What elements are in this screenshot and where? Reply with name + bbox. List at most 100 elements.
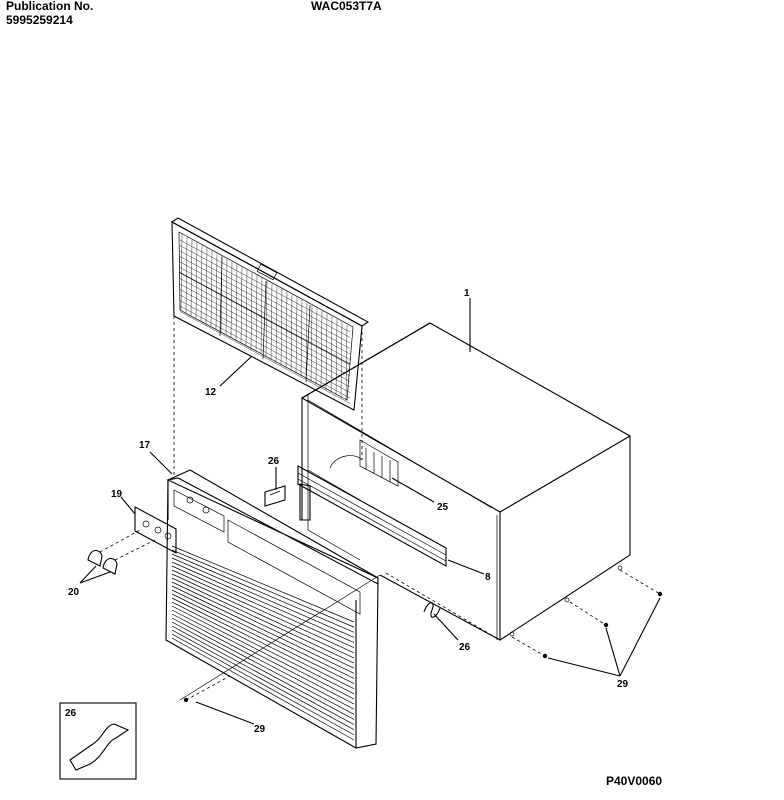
mesh-line — [225, 258, 228, 335]
mesh-line — [340, 321, 343, 399]
mesh-line — [210, 250, 213, 327]
louvre-slat — [171, 557, 355, 638]
filter-mesh — [179, 233, 351, 404]
mesh-line — [320, 310, 323, 388]
callout-25: 25 — [437, 502, 449, 513]
mesh-line — [195, 242, 198, 319]
callout-29-right: 29 — [617, 679, 629, 690]
mesh-line — [179, 294, 351, 388]
mesh-line — [275, 286, 278, 363]
louvre-slat — [171, 577, 355, 664]
louvre-slat — [171, 585, 355, 674]
callout-labels: 1 12 17 19 20 26 25 8 26 29 29 26 — [65, 288, 629, 735]
front-grille — [165, 469, 379, 749]
mesh-line — [220, 255, 223, 333]
mesh-line — [179, 261, 351, 355]
grille-louvres — [171, 545, 355, 741]
inner-chamber — [307, 395, 399, 561]
louvre-slat — [171, 613, 355, 710]
mesh-line — [315, 308, 318, 385]
screws — [183, 565, 663, 703]
mesh-line — [179, 283, 351, 377]
mesh-line — [185, 236, 188, 313]
mesh-line — [205, 247, 208, 324]
mesh-line — [295, 297, 298, 374]
mesh-line — [179, 239, 351, 333]
mesh-line — [260, 277, 263, 355]
callout-8: 8 — [485, 572, 491, 583]
louvre-slat — [171, 609, 355, 705]
mesh-line — [235, 264, 238, 341]
air-filter — [170, 217, 370, 476]
mesh-line — [230, 261, 233, 338]
knobs — [87, 529, 156, 575]
louvre-slat — [171, 549, 355, 628]
mesh-line — [240, 266, 243, 344]
mesh-line — [179, 256, 351, 349]
louvre-slat — [171, 561, 355, 643]
diagram-code: P40V0060 — [606, 774, 663, 788]
louvre-slat — [171, 581, 355, 669]
louvre-slat — [171, 637, 355, 741]
inset-detail-box — [59, 702, 137, 780]
mesh-line — [255, 275, 258, 352]
model-number: WAC053T7A — [311, 0, 382, 13]
louvre-slat — [171, 565, 355, 648]
louvre-slat — [171, 597, 355, 690]
mesh-line — [245, 269, 248, 346]
mesh-line — [179, 311, 351, 404]
louvre-slat — [171, 573, 355, 659]
mesh-line — [179, 250, 351, 344]
mesh-line — [290, 294, 293, 371]
mesh-line — [179, 245, 351, 338]
callout-19: 19 — [111, 489, 123, 500]
mesh-line — [179, 267, 351, 360]
publication-number: 5995259214 — [6, 13, 73, 27]
mesh-line — [310, 305, 313, 382]
louvre-slat — [171, 545, 355, 623]
mesh-line — [270, 283, 273, 360]
callout-1: 1 — [464, 288, 470, 299]
louvre-slat — [171, 593, 355, 684]
vent-bar — [297, 465, 447, 567]
mesh-line — [179, 278, 351, 371]
mesh-line — [330, 316, 333, 393]
publication-label: Publication No. — [6, 0, 94, 13]
mesh-line — [305, 302, 308, 379]
callout-20: 20 — [68, 587, 80, 598]
mesh-line — [280, 288, 283, 366]
mesh-line — [325, 313, 328, 390]
mesh-line — [200, 244, 203, 322]
leader-lines — [79, 298, 661, 725]
mesh-line — [345, 324, 348, 401]
louvre-slat — [171, 617, 355, 715]
louvre-slat — [171, 621, 355, 720]
mesh-line — [179, 272, 351, 366]
mesh-line — [335, 319, 338, 396]
louvre-slat — [171, 589, 355, 679]
mesh-line — [179, 289, 351, 382]
louvre-slat — [171, 625, 355, 725]
mesh-line — [190, 239, 193, 316]
cabinet — [300, 322, 631, 642]
louvre-slat — [171, 553, 355, 633]
mesh-line — [180, 233, 183, 311]
mesh-line — [250, 272, 253, 349]
louvre-slat — [171, 605, 355, 700]
louvre-slat — [171, 633, 355, 736]
mesh-line — [179, 305, 351, 399]
mesh-line — [285, 291, 288, 368]
callout-26-clip: 26 — [459, 642, 471, 653]
mesh-line — [215, 253, 218, 330]
callout-17: 17 — [139, 440, 151, 451]
small-bracket — [264, 485, 286, 507]
clip — [423, 602, 441, 618]
mesh-line — [265, 280, 268, 357]
callout-26-inset: 26 — [65, 708, 77, 719]
louvre-slat — [171, 601, 355, 695]
louvre-slat — [171, 629, 355, 731]
callout-29-left: 29 — [254, 724, 266, 735]
callout-12: 12 — [205, 387, 217, 398]
mesh-line — [179, 300, 351, 393]
